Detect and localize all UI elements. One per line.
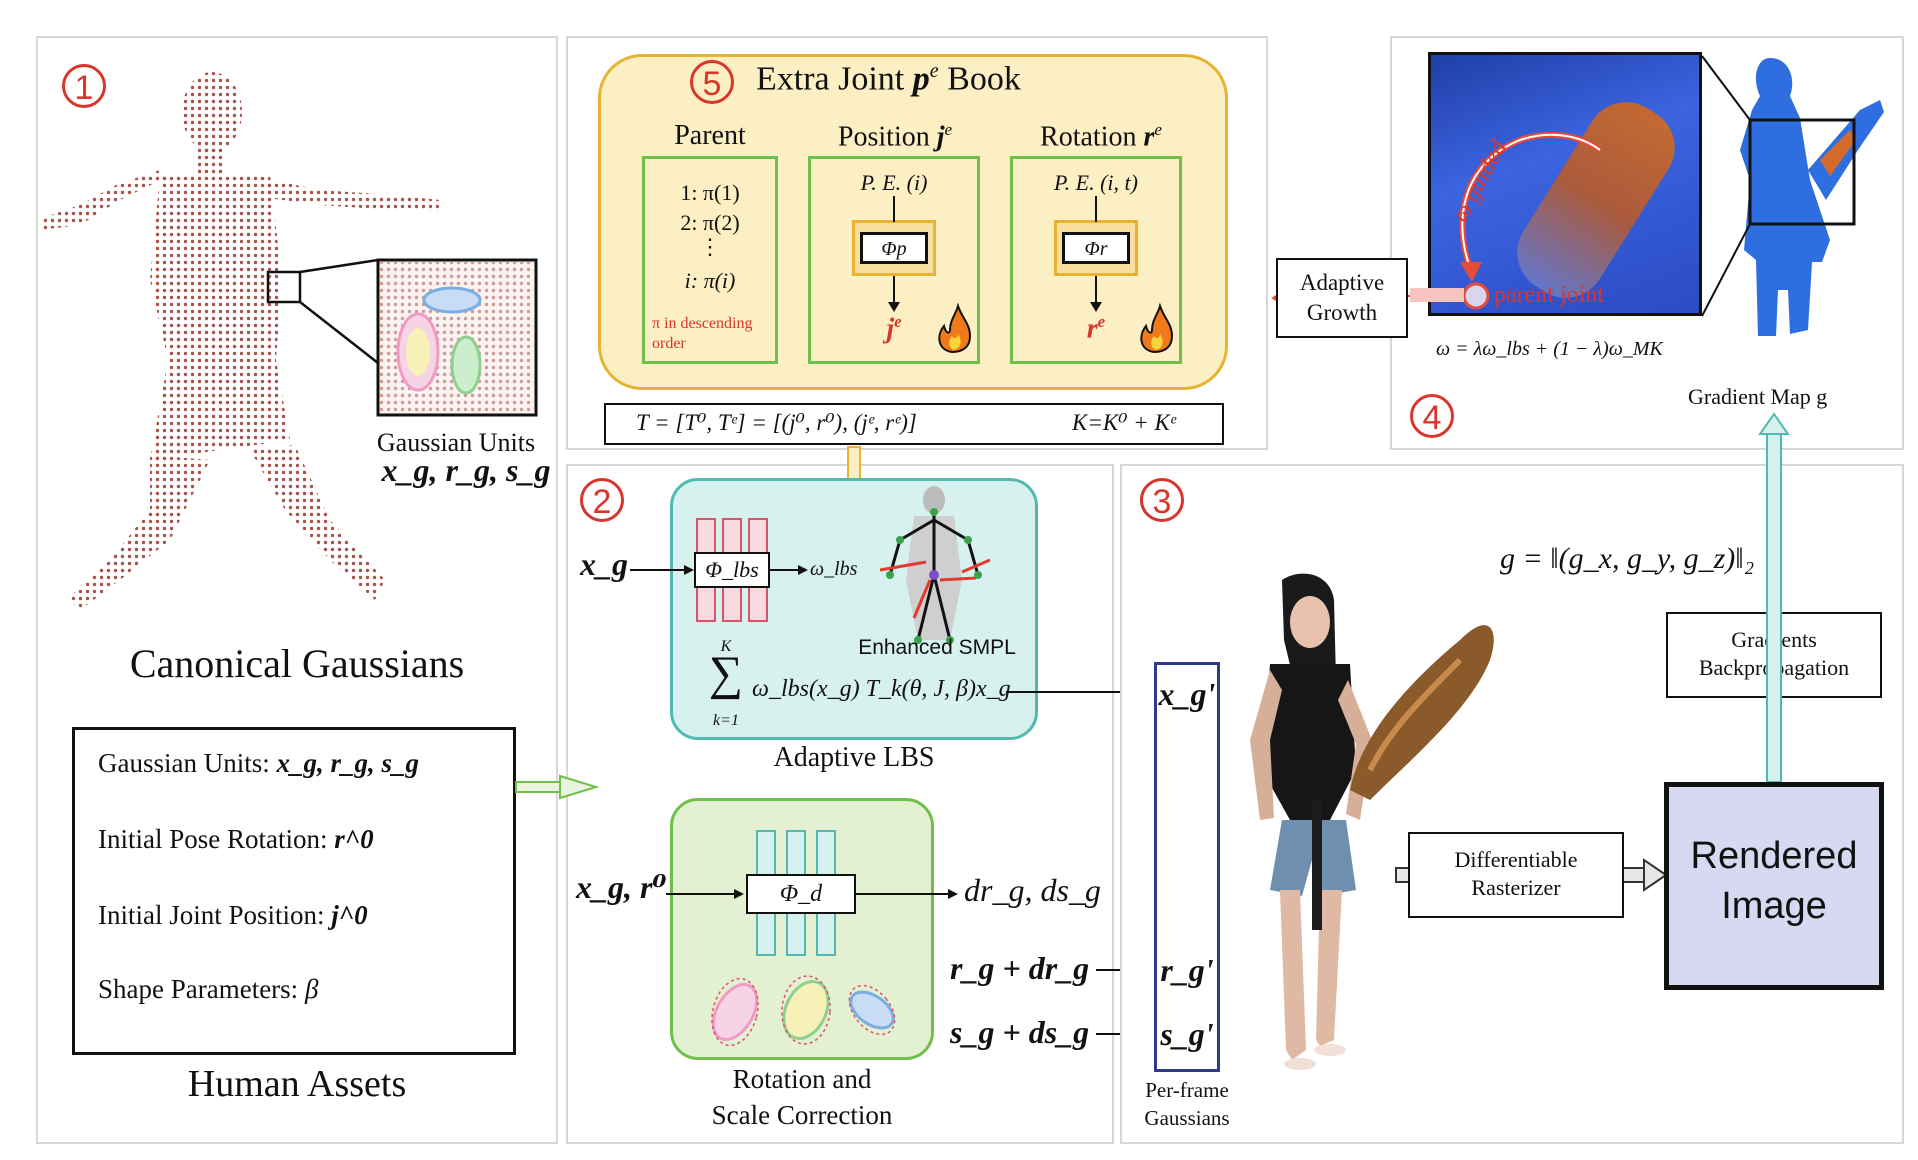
step-number-4: 4 (1410, 394, 1454, 438)
parent-box (642, 156, 778, 364)
correction-output: dr_g, ds_g (964, 872, 1101, 908)
sup-e: e (1154, 120, 1162, 139)
col-position-header: Position je (800, 120, 990, 153)
gaussian-units-label: Gaussian Units (376, 428, 536, 457)
omega-equation: ω = λω_lbs + (1 − λ)ω_MK (1436, 338, 1663, 360)
rotation-output: re (1062, 312, 1130, 345)
rotation-update: r_g + dr_g (950, 950, 1090, 986)
per-frame-r: r_g' (1160, 952, 1214, 988)
step-number-1: 1 (62, 64, 106, 108)
rotation-net: Φr (1062, 232, 1130, 264)
asset-value: r^0 (334, 824, 374, 854)
canonical-gaussians-title: Canonical Gaussians (129, 641, 465, 686)
step-number-5: 5 (690, 60, 734, 104)
adaptive-lbs-title: Adaptive LBS (773, 742, 935, 773)
backprop-label-2: Backpropagation (1698, 655, 1850, 680)
position-output: je (860, 312, 928, 345)
asset-label: Initial Pose Rotation: (98, 824, 328, 854)
rotation-box (1010, 156, 1182, 364)
gradient-equation: g = ‖(g_x, g_y, g_z)‖₂ (1500, 542, 1755, 575)
asset-label: Initial Joint Position: (98, 900, 325, 930)
equation-K: K=K⁰ + Kᵉ (1072, 410, 1176, 435)
asset-value: j^0 (331, 900, 368, 930)
sum-lower: k=1 (713, 712, 739, 729)
asset-label: Shape Parameters: (98, 974, 299, 1004)
parent-line-i: i: π(i) (684, 268, 736, 293)
asset-value: x_g, r_g, s_g (276, 748, 420, 778)
correction-input: x_g, r⁰ (576, 869, 667, 905)
gaussian-units-symbols: x_g, r_g, s_g (381, 452, 551, 488)
rasterizer-box: Differentiable Rasterizer (1408, 832, 1624, 918)
col-rotation-label: Rotation (1040, 121, 1137, 153)
title-sup: e (929, 60, 939, 82)
sup-e: e (1097, 312, 1106, 331)
lbs-input: x_g (580, 546, 628, 582)
parent-ellipsis: ⋮ (699, 234, 721, 259)
title-symbol: p (912, 60, 930, 98)
equation-T: T = [T⁰, Tᵉ] = [(j⁰, r⁰), (jᵉ, rᵉ)] (636, 410, 917, 435)
title-suffix: Book (947, 60, 1021, 98)
rendered-image-box: Rendered Image (1664, 782, 1884, 990)
asset-label: Gaussian Units: (98, 748, 270, 778)
human-assets-box (72, 727, 516, 1055)
sum-upper: K (720, 638, 732, 655)
rasterizer-label-2: Rasterizer (1471, 875, 1561, 900)
per-frame-s: s_g' (1160, 1016, 1214, 1052)
sum-symbol: ∑ (708, 647, 744, 700)
correction-network: Φ_d (746, 874, 856, 914)
col-position-symbol: j (936, 121, 945, 153)
lbs-output: ω_lbs (810, 558, 858, 580)
backprop-label-1: Gradients (1731, 627, 1817, 652)
position-box (808, 156, 980, 364)
sup-e: e (944, 120, 953, 139)
sup-e: e (894, 312, 902, 331)
gradient-map-label: Gradient Map g (1688, 384, 1828, 409)
rasterizer-label-1: Differentiable (1454, 847, 1578, 872)
col-position-label: Position (837, 121, 930, 153)
human-assets-title: Human Assets (187, 1063, 407, 1105)
smpl-label: Enhanced SMPL (858, 636, 1016, 659)
per-frame-label-2: Gaussians (1144, 1106, 1230, 1130)
position-input: P. E. (i) (860, 170, 928, 195)
rotation-output-symbol: r (1086, 313, 1098, 345)
asset-initial-pose-rotation: Initial Pose Rotation: r^0 (98, 824, 374, 855)
sum-expression: ω_lbs(x_g) T_k(θ, J, β)x_g (752, 676, 1011, 702)
asset-shape-parameters: Shape Parameters: β (98, 974, 318, 1005)
position-output-symbol: j (886, 313, 895, 345)
col-rotation-header: Rotation re (1006, 120, 1196, 153)
title-prefix: Extra Joint (756, 60, 905, 98)
parent-line-2: 2: π(2) (680, 210, 740, 235)
lbs-network: Φ_lbs (694, 552, 770, 588)
correction-title-2: Scale Correction (711, 1100, 893, 1130)
col-parent-header: Parent (674, 120, 746, 151)
adaptive-growth-box: Adaptive Growth (1276, 258, 1408, 338)
step-number-2: 2 (580, 478, 624, 522)
rotation-input: P. E. (i, t) (1054, 170, 1138, 195)
asset-value: β (304, 974, 319, 1004)
backprop-box: Gradients Backpropagation (1666, 612, 1882, 698)
per-frame-gaussians-box (1154, 662, 1220, 1072)
equation-T-box (604, 403, 1224, 445)
extra-joint-book-title: Extra Joint pe Book (756, 60, 1021, 98)
rendered-label-2: Image (1721, 885, 1827, 927)
step-number-3: 3 (1140, 478, 1184, 522)
parent-note: π in descending order (652, 315, 753, 352)
adaptive-growth-label: Adaptive Growth (1299, 270, 1385, 325)
parent-line-1: 1: π(1) (680, 180, 740, 205)
per-frame-x: x_g' (1158, 676, 1216, 712)
scale-update: s_g + ds_g (950, 1014, 1090, 1050)
asset-initial-joint-position: Initial Joint Position: j^0 (98, 900, 368, 931)
asset-gaussian-units: Gaussian Units: x_g, r_g, s_g (98, 748, 419, 779)
parent-joint-label: parent joint (1494, 282, 1604, 308)
rendered-label-1: Rendered (1690, 835, 1858, 877)
col-rotation-symbol: r (1143, 121, 1155, 153)
position-net: Φp (860, 232, 928, 264)
correction-title-1: Rotation and (732, 1064, 872, 1094)
per-frame-label-1: Per-frame (1145, 1078, 1229, 1102)
